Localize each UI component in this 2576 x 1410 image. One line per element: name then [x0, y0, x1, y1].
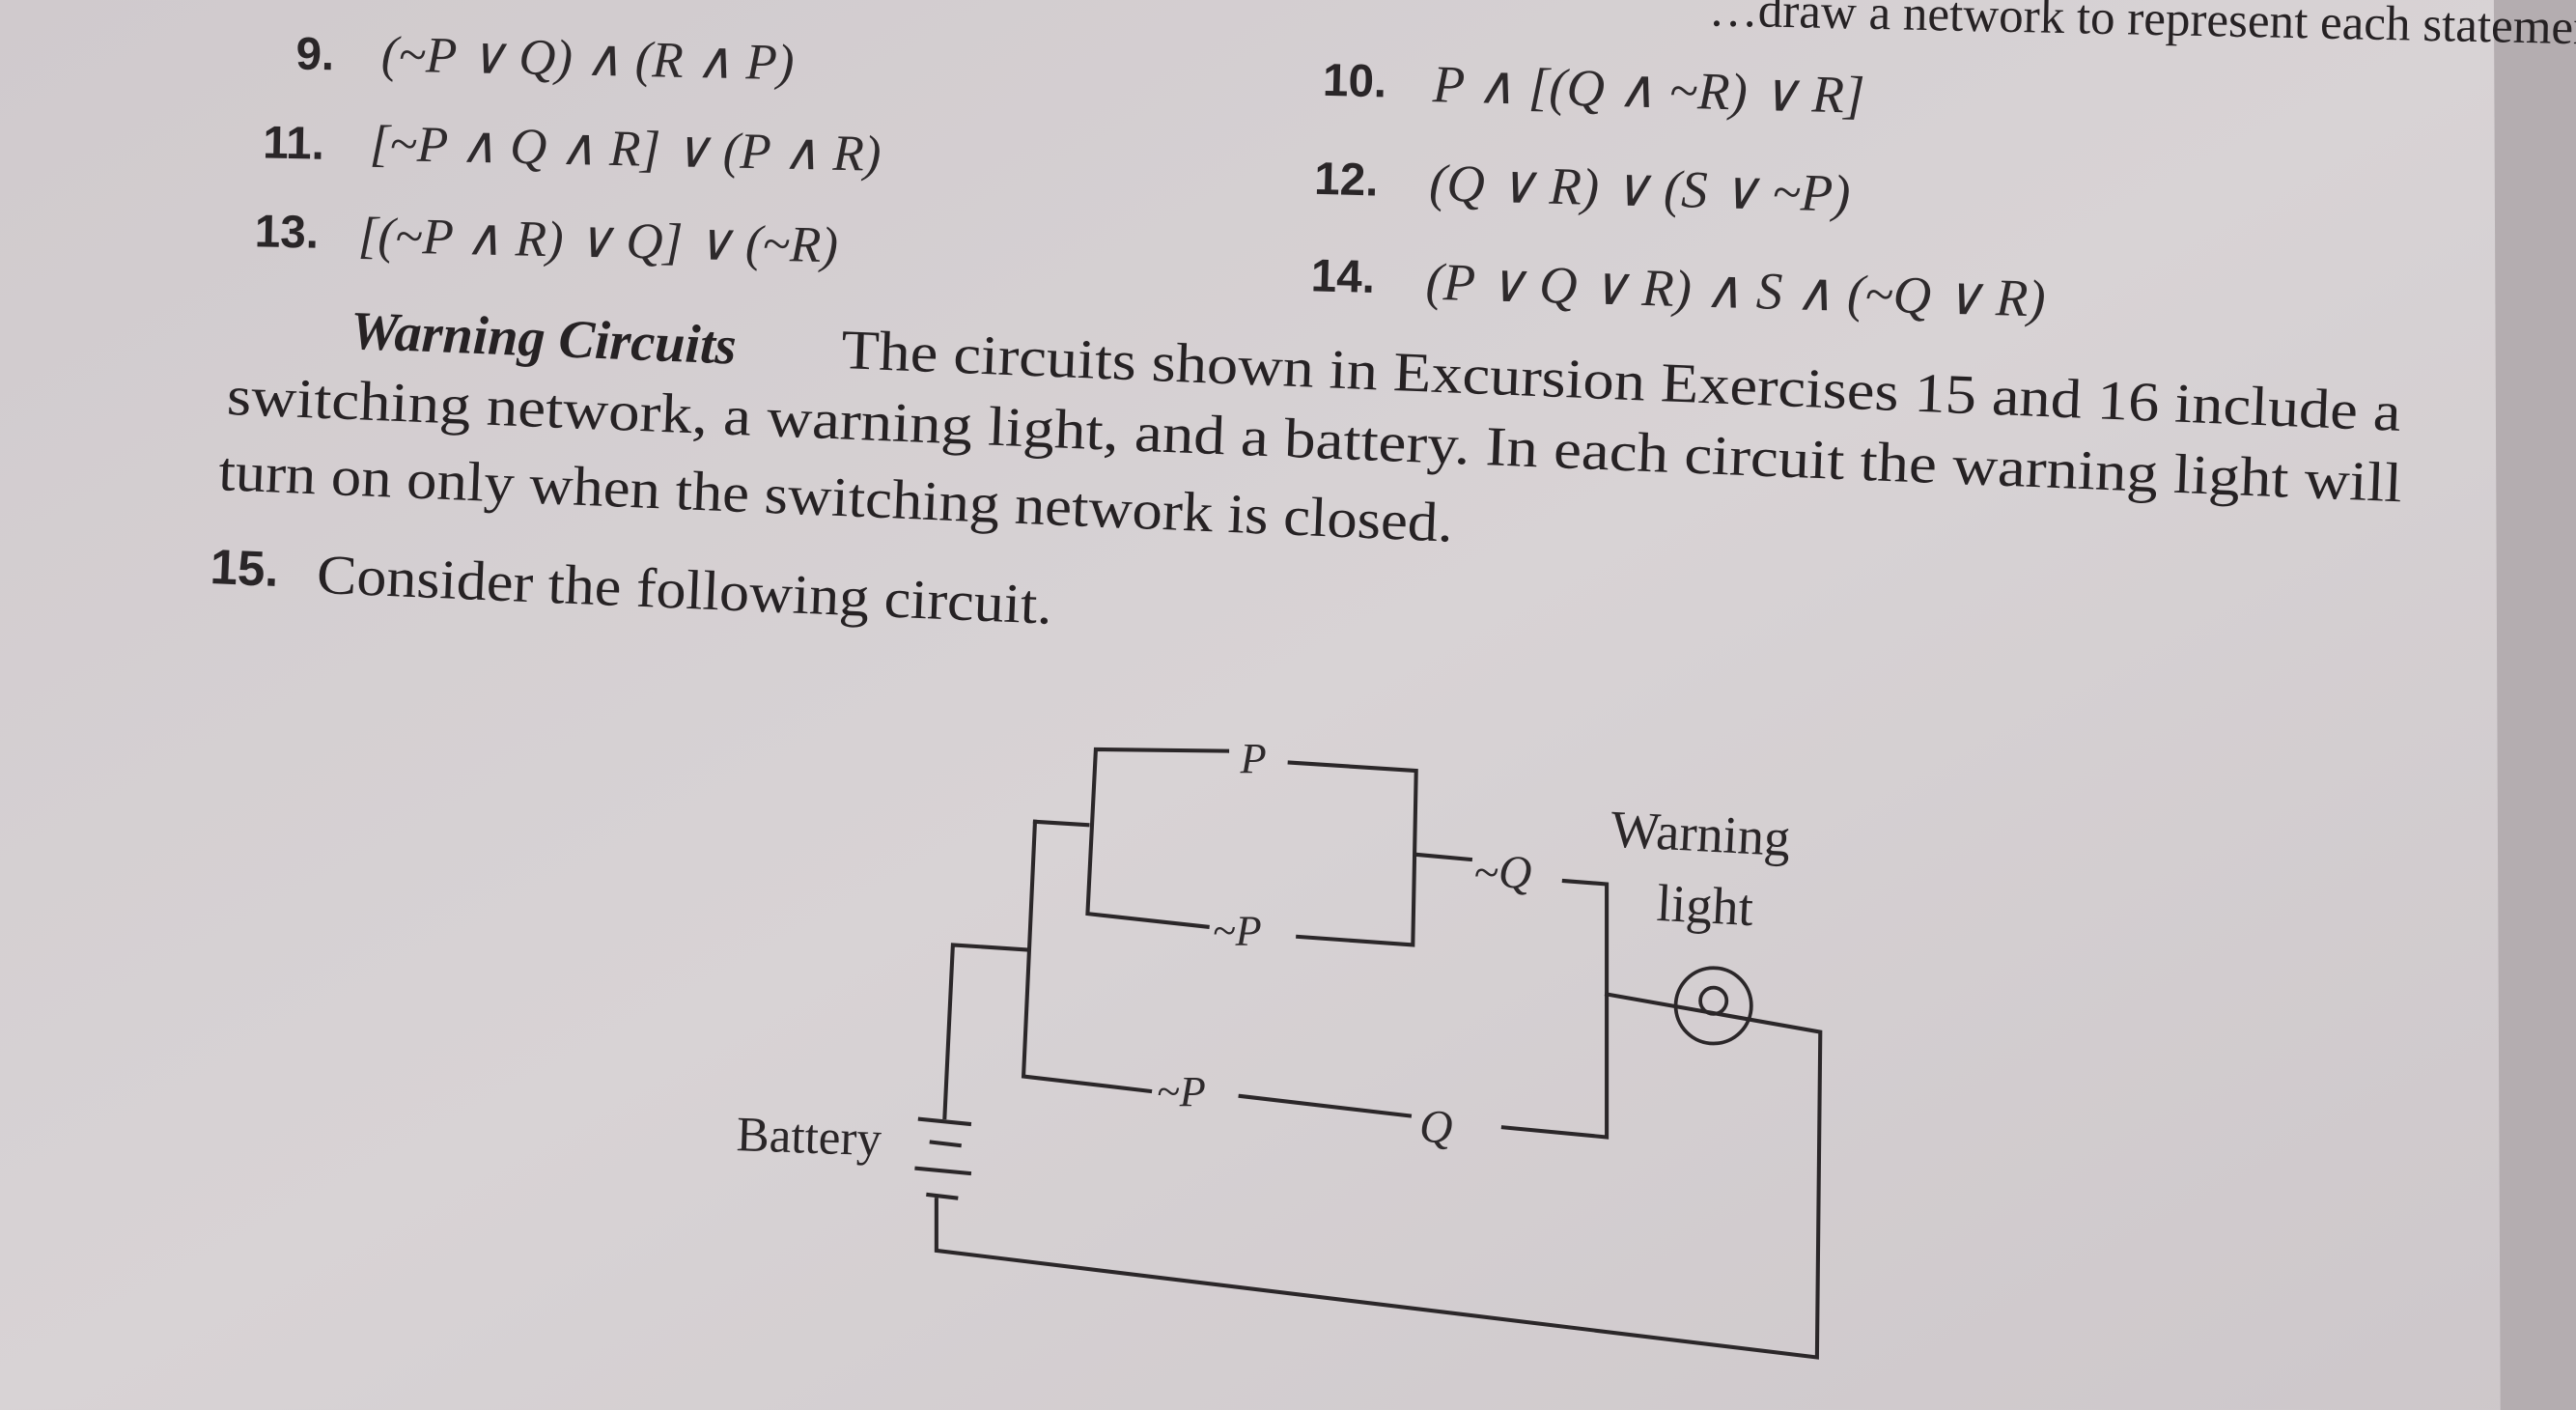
warning-light-label-1: Warning [1610, 799, 1792, 867]
warning-light-icon [1673, 966, 1753, 1046]
wire-box-connector [1032, 819, 1090, 828]
exercise-9: 9. (~P ∨ Q) ∧ (R ∧ P) [295, 26, 795, 91]
exercise-11: 11. [~P ∧ Q ∧ R] ∨ (P ∧ R) [263, 116, 882, 183]
svg-text:(Q ∨ R) ∨ (S ∨ ~P): (Q ∨ R) ∨ (S ∨ ~P) [1429, 153, 1852, 222]
problem-number: 15. [210, 539, 280, 597]
svg-text:11.: 11. [263, 117, 325, 169]
switch-p-label: P [1240, 735, 1267, 782]
svg-text:(~P ∨ Q) ∧ (R ∧ P): (~P ∨ Q) ∧ (R ∧ P) [380, 26, 795, 91]
svg-text:[(~P ∧ R) ∨ Q] ∨ (~R): [(~P ∧ R) ∨ Q] ∨ (~R) [357, 208, 838, 273]
warning-light-label-2: light [1656, 873, 1755, 937]
svg-text:9.: 9. [295, 29, 335, 81]
switch-bottom-not-p-label: ~P [1157, 1068, 1206, 1115]
exercise-13: 13. [(~P ∧ R) ∨ Q] ∨ (~R) [254, 206, 838, 273]
svg-text:10.: 10. [1322, 55, 1387, 108]
wire-outer-left [942, 943, 1031, 1120]
battery-label: Battery [736, 1108, 883, 1167]
wire-middle-vertical [1021, 819, 1153, 1094]
svg-text:13.: 13. [254, 206, 319, 258]
wire-top-p-right [1287, 760, 1418, 947]
svg-text:P ∧ [(Q ∧ ~R) ∨ R]: P ∧ [(Q ∧ ~R) ∨ R] [1431, 54, 1865, 125]
svg-text:14.: 14. [1310, 250, 1376, 303]
circuit-diagram: P ~P ~Q ~P Q Battery Warning light [736, 735, 1823, 1360]
switch-bottom-q-label: Q [1419, 1103, 1452, 1153]
wire-nq-right [1500, 878, 1610, 1140]
exercise-10: 10. P ∧ [(Q ∧ ~R) ∨ R] [1322, 54, 1865, 125]
svg-text:[~P ∧ Q ∧ R] ∨ (P ∧ R): [~P ∧ Q ∧ R] ∨ (P ∧ R) [369, 116, 882, 183]
switch-not-q-label: ~Q [1473, 848, 1531, 898]
wire-nq-left [1414, 852, 1473, 862]
wire-bottom-mid [1238, 1093, 1413, 1118]
page-edge-shadow [2493, 0, 2576, 1410]
switch-not-p-label: ~P [1213, 907, 1262, 954]
battery-icon [914, 1116, 972, 1200]
wire-top-p [1085, 747, 1230, 929]
svg-text:12.: 12. [1314, 154, 1380, 207]
exercise-12: 12. (Q ∨ R) ∨ (S ∨ ~P) [1314, 153, 1852, 222]
